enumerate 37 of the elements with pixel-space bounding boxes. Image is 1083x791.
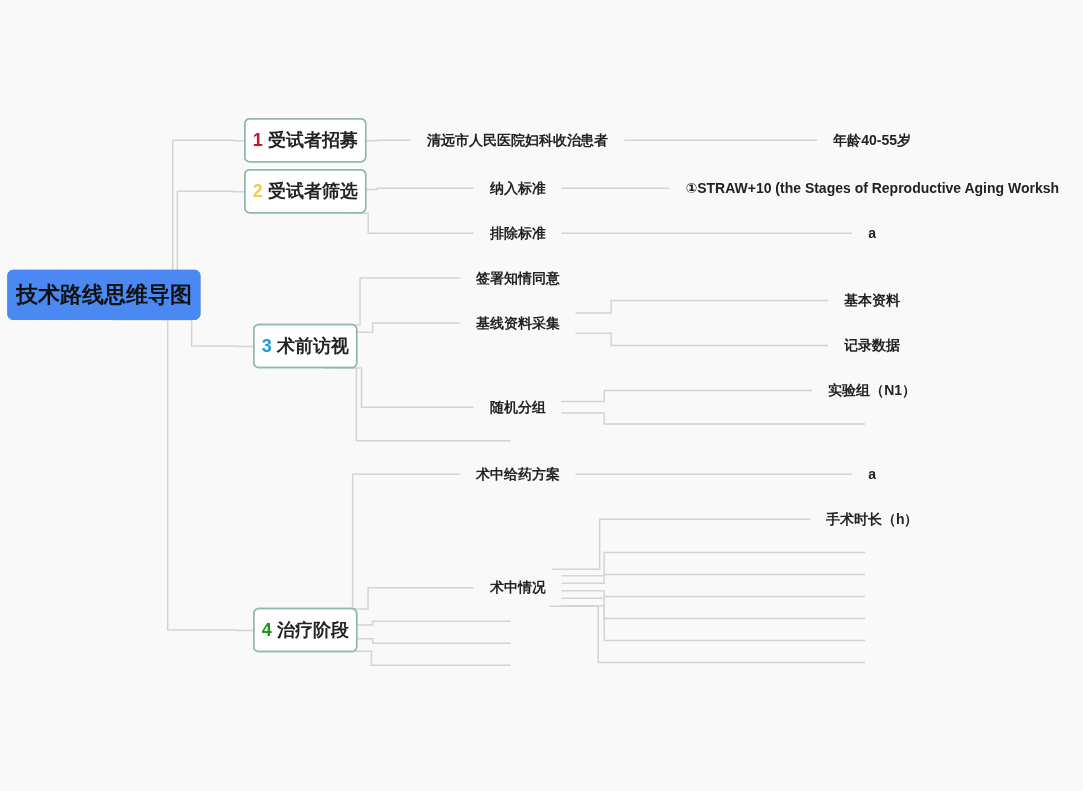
node-text: 实验组（N1） <box>828 382 917 398</box>
connector <box>365 139 412 142</box>
node-text: 记录数据 <box>844 337 901 354</box>
node-text: 年龄40-55岁 <box>833 131 912 148</box>
connector <box>560 232 854 234</box>
connector <box>574 332 829 347</box>
node-text: a <box>868 465 877 482</box>
connector <box>560 551 866 577</box>
connector <box>560 605 866 642</box>
connector <box>365 187 475 191</box>
connector <box>560 597 866 620</box>
connector <box>623 139 819 141</box>
node-text: 纳入标准 <box>489 179 546 196</box>
node-text: 术中情况 <box>489 579 546 596</box>
connector <box>574 473 854 475</box>
connector <box>560 573 866 585</box>
connector <box>560 590 866 598</box>
connector <box>356 638 512 644</box>
node-text: 随机分组 <box>489 398 546 415</box>
node-text: a <box>868 224 877 241</box>
connector <box>560 412 866 425</box>
connector <box>551 518 811 571</box>
connector <box>548 605 866 664</box>
connector <box>356 322 461 334</box>
connector <box>356 620 512 626</box>
node-text: 排除标准 <box>489 224 546 241</box>
node-text: 基线资料采集 <box>475 314 560 331</box>
node-text: 签署知情同意 <box>475 269 560 286</box>
node-text: 手术时长（h） <box>825 510 919 527</box>
node-text: ①STRAW+10 (the Stages of Reproductive Aging Worksh <box>685 179 1060 196</box>
node-text: 清远市人民医院妇科收治患者 <box>426 131 609 148</box>
connector <box>560 187 671 189</box>
node-text: 基本资料 <box>844 292 901 309</box>
node-text: 术中给药方案 <box>475 465 560 482</box>
connector <box>574 299 829 314</box>
connector <box>560 389 814 403</box>
connector <box>353 650 512 666</box>
